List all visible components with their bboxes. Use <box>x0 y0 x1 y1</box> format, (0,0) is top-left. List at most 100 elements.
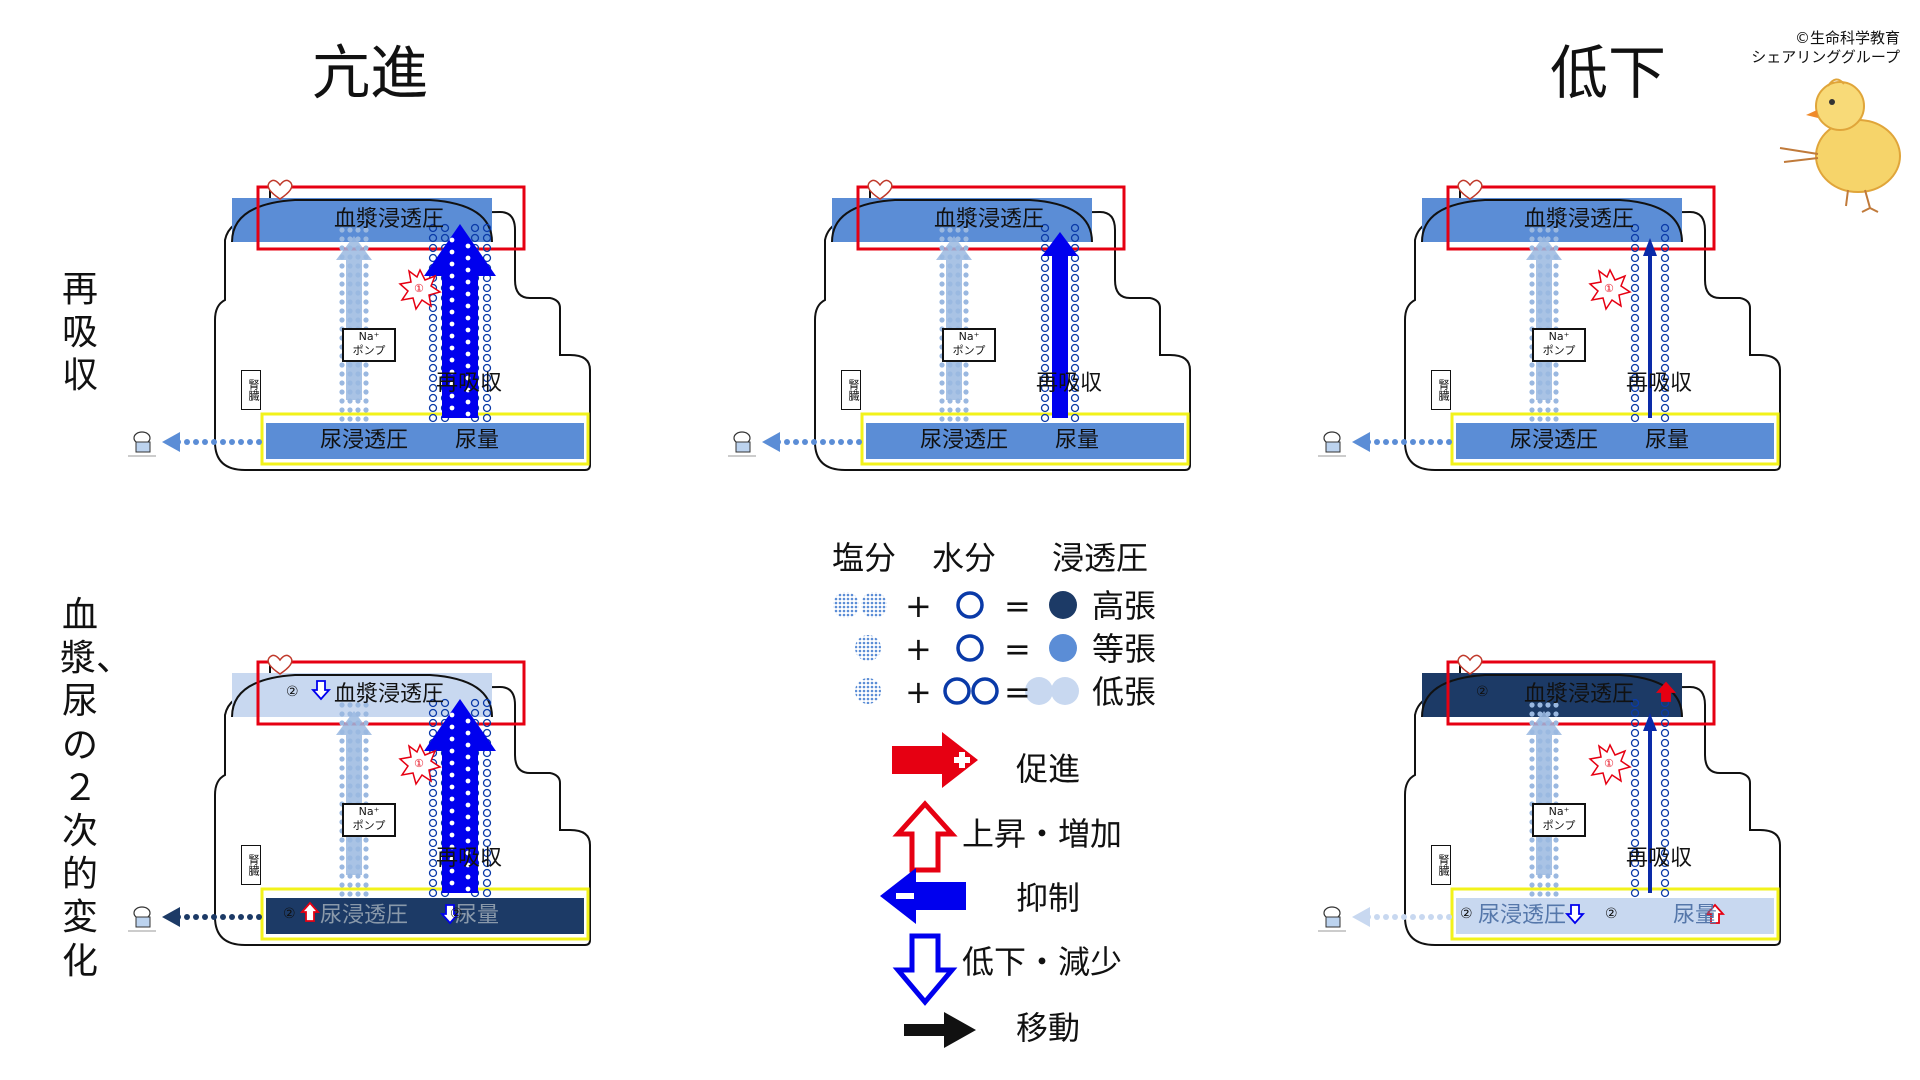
mark-1-label: ① <box>1604 757 1614 770</box>
copyright-notice: ©生命科学教育 シェアリンググループ <box>1751 29 1900 67</box>
na-pump-line2: ポンプ <box>1542 344 1576 357</box>
toilet-icon <box>1318 906 1346 932</box>
toilet-icon <box>728 431 756 457</box>
mark-2-urine-osm: ② <box>1460 906 1473 922</box>
legend-hypertonic: 高張 <box>1092 587 1157 625</box>
kidney-label: 腎臓 <box>1431 370 1451 410</box>
urine-osmotic-label: 尿浸透圧 <box>320 428 409 453</box>
reabsorption-label: 再吸収 <box>1626 846 1693 871</box>
urine-volume-label: 尿量 <box>455 903 500 928</box>
reabsorption-arrow-icon <box>1643 238 1657 418</box>
heart-icon <box>867 179 893 200</box>
reabsorption-arrow-icon <box>1042 232 1078 418</box>
legend-rise-label: 上昇・増加 <box>962 815 1123 853</box>
legend-tonicity-symbols <box>833 591 1079 705</box>
plasma-osmotic-label: 血漿浸透圧 <box>1524 207 1635 232</box>
inhibit-arrow-icon <box>880 868 966 924</box>
rise-arrow-icon <box>299 901 321 922</box>
copyright-line1: ©生命科学教育 <box>1794 29 1900 47</box>
na-pump-line2: ポンプ <box>352 819 386 832</box>
mark-2-urine-osm: ② <box>283 906 296 922</box>
plasma-osmotic-label: 血漿浸透圧 <box>1524 682 1635 707</box>
mark-2-urine-vol: ② <box>1605 906 1618 922</box>
na-pump-box: Na⁺ポンプ <box>342 803 396 837</box>
na-pump-line1: Na⁺ <box>1548 330 1570 343</box>
copyright-line2: シェアリンググループ <box>1751 48 1900 66</box>
fall-arrow-icon <box>1564 904 1586 925</box>
fall-arrow-icon <box>439 904 461 925</box>
rise-arrow-icon <box>1655 681 1677 702</box>
legend-fall-label: 低下・減少 <box>962 943 1123 981</box>
heart-icon <box>267 179 293 200</box>
nephron-diagram <box>128 179 591 471</box>
mark-2-urine-vol: ② <box>450 906 463 922</box>
toilet-icon <box>128 431 156 457</box>
chick-mascot-icon <box>1779 78 1901 213</box>
mark-2-plasma: ② <box>286 684 299 700</box>
na-pump-line2: ポンプ <box>1542 819 1576 832</box>
toilet-icon <box>128 906 156 932</box>
urine-osmotic-label: 尿浸透圧 <box>920 428 1009 453</box>
legend-plus-3: + <box>905 673 932 711</box>
urine-osmotic-label: 尿浸透圧 <box>320 903 409 928</box>
title-hypofunction: 低下 <box>1550 39 1667 107</box>
na-pump-line1: Na⁺ <box>958 330 980 343</box>
nephron-diagram <box>1318 654 1781 946</box>
mark-1-label: ① <box>414 282 424 295</box>
urine-volume-label: 尿量 <box>455 428 500 453</box>
heart-icon <box>267 654 293 675</box>
mark-1-label: ① <box>414 757 424 770</box>
rise-arrow-icon <box>892 800 958 873</box>
reabsorption-label: 再吸収 <box>1626 371 1693 396</box>
reabsorption-arrow-icon <box>1643 713 1657 893</box>
rise-arrow-icon <box>1704 903 1726 924</box>
urine-volume-label: 尿量 <box>1673 903 1718 928</box>
burst-mark-icon <box>1588 268 1632 311</box>
legend-header-salt: 塩分 <box>832 539 897 577</box>
plasma-osmotic-label: 血漿浸透圧 <box>934 207 1045 232</box>
plasma-osmotic-label: 血漿浸透圧 <box>334 682 445 707</box>
reabsorption-label: 再吸収 <box>436 371 503 396</box>
na-pump-box: Na⁺ポンプ <box>1532 328 1586 362</box>
title-hyperfunction: 亢進 <box>312 39 429 107</box>
legend-plus-1: + <box>905 587 932 625</box>
mark-2-plasma: ② <box>1476 684 1489 700</box>
legend-arrow-icons <box>880 732 978 1006</box>
na-pump-line1: Na⁺ <box>358 330 380 343</box>
legend-header-water: 水分 <box>932 539 997 577</box>
na-pump-line1: Na⁺ <box>1548 805 1570 818</box>
reabsorption-arrow-icon <box>424 224 496 418</box>
legend-equals-1: = <box>1004 587 1031 625</box>
heart-icon <box>1457 179 1483 200</box>
kidney-label: 腎臓 <box>841 370 861 410</box>
burst-mark-icon <box>398 268 442 311</box>
urine-osmotic-label: 尿浸透圧 <box>1478 903 1567 928</box>
na-pump-box: Na⁺ポンプ <box>1532 803 1586 837</box>
urine-volume-label: 尿量 <box>1645 428 1690 453</box>
kidney-label: 腎臓 <box>1431 845 1451 885</box>
heart-icon <box>1457 654 1483 675</box>
fall-arrow-icon <box>310 680 332 701</box>
row-label-secondary-change: 血漿、尿の２次的変化 <box>60 595 133 982</box>
toilet-icon <box>1318 431 1346 457</box>
legend-inhibit-label: 抑制 <box>1016 879 1081 917</box>
legend-header-osmotic: 浸透圧 <box>1052 539 1149 577</box>
na-pump-line1: Na⁺ <box>358 805 380 818</box>
legend-isotonic: 等張 <box>1092 630 1157 668</box>
na-pump-box: Na⁺ポンプ <box>342 328 396 362</box>
panel-hyper-secondary: 血漿浸透圧尿浸透圧 尿量 再吸収 Na⁺ポンプ腎臓 ① ② ② ② <box>120 654 600 955</box>
kidney-label: 腎臓 <box>241 845 261 885</box>
nephron-diagram <box>1318 179 1781 471</box>
burst-mark-icon <box>398 743 442 786</box>
legend-equals-3: = <box>1004 673 1031 711</box>
urine-volume-label: 尿量 <box>1055 428 1100 453</box>
promote-arrow-icon <box>892 732 978 788</box>
plasma-osmotic-label: 血漿浸透圧 <box>334 207 445 232</box>
na-pump-line2: ポンプ <box>952 344 986 357</box>
reabsorption-label: 再吸収 <box>436 846 503 871</box>
legend-hypotonic: 低張 <box>1092 673 1157 711</box>
move-arrow-icon <box>904 1012 976 1048</box>
